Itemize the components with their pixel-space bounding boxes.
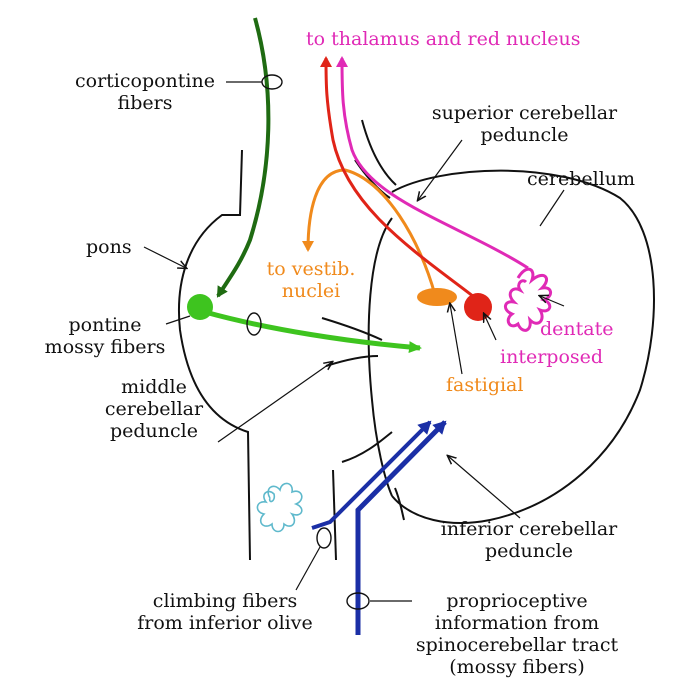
label-pons: pons: [86, 236, 132, 258]
peduncle-stub-6: [394, 487, 405, 521]
label-superior-line2: peduncle: [480, 124, 569, 146]
pontine-marker: [246, 312, 262, 336]
pontine-leader: [165, 315, 191, 325]
label-cerebellum: cerebellum: [527, 168, 636, 190]
climbing-marker: [316, 527, 332, 549]
label-superior-peduncle: superior cerebellar peduncle: [412, 102, 637, 146]
label-proprio-line1: proprioceptive: [446, 590, 588, 612]
label-proprioceptive: proprioceptive information from spinocer…: [402, 590, 632, 678]
label-middle-line2: cerebellar: [104, 398, 204, 420]
label-climbing-line1: climbing fibers: [152, 590, 298, 612]
peduncle-stub-1: [361, 119, 397, 186]
label-corticopontine-line1: corticopontine: [75, 70, 215, 92]
label-vestib-line2: nuclei: [281, 280, 341, 302]
label-pontine-line2: mossy fibers: [44, 336, 166, 358]
brainstem-outline: [178, 149, 251, 561]
label-middle-line3: peduncle: [109, 420, 198, 442]
corticopontine-fiber-path: [216, 17, 271, 298]
label-vestibular: to vestib. nuclei: [256, 258, 366, 302]
label-inferior-line2: peduncle: [484, 540, 573, 562]
fastigial-leader: [450, 304, 463, 375]
peduncle-stub-5: [341, 431, 393, 463]
pontine-nucleus: [187, 294, 213, 320]
interposed-nucleus: [464, 293, 492, 321]
inferior-olive: [256, 482, 303, 533]
cerebellum-outline: [391, 169, 655, 524]
label-proprio-line4: (mossy fibers): [449, 656, 585, 678]
fastigial-nucleus: [417, 288, 457, 306]
inferior-leader: [448, 456, 521, 519]
label-corticopontine-line2: fibers: [117, 92, 173, 114]
label-climbing-line2: from inferior olive: [137, 612, 313, 634]
label-inferior-peduncle: inferior cerebellar peduncle: [414, 518, 644, 562]
label-middle-peduncle: middle cerebellar peduncle: [92, 376, 216, 442]
label-corticopontine: corticopontine fibers: [60, 70, 230, 114]
interposed-efferent-path: [320, 56, 479, 302]
climbing-fiber-path: [311, 420, 432, 530]
dentate-leader: [540, 296, 565, 307]
label-fastigial: fastigial: [446, 374, 524, 396]
label-vestib-line1: to vestib.: [266, 258, 356, 280]
dentate-efferent-path: [336, 56, 529, 270]
label-interposed: interposed: [500, 346, 604, 368]
proprioceptive-marker: [346, 592, 370, 610]
cerebellum-leader: [539, 189, 565, 227]
label-climbing-fibers: climbing fibers from inferior olive: [130, 590, 320, 634]
label-middle-line1: middle: [121, 376, 187, 398]
dentate-nucleus: [504, 267, 552, 332]
label-dentate: dentate: [540, 318, 614, 340]
pontine-mossy-fiber-path: [204, 309, 422, 354]
label-thalamus: to thalamus and red nucleus: [306, 28, 581, 50]
pons-leader: [143, 246, 186, 268]
interposed-leader: [484, 314, 497, 341]
label-proprio-line3: spinocerebellar tract: [415, 634, 619, 656]
label-proprio-line2: information from: [434, 612, 600, 634]
label-pontine-mossy: pontine mossy fibers: [40, 314, 170, 358]
label-pontine-line1: pontine: [68, 314, 142, 336]
peduncle-stub-3: [321, 317, 383, 341]
climbing-leader: [295, 546, 321, 591]
cerebellum-inner-outline: [367, 217, 393, 497]
label-inferior-line1: inferior cerebellar: [440, 518, 618, 540]
label-superior-line1: superior cerebellar: [431, 102, 618, 124]
middle-leader: [217, 362, 332, 443]
superior-leader: [418, 139, 463, 200]
